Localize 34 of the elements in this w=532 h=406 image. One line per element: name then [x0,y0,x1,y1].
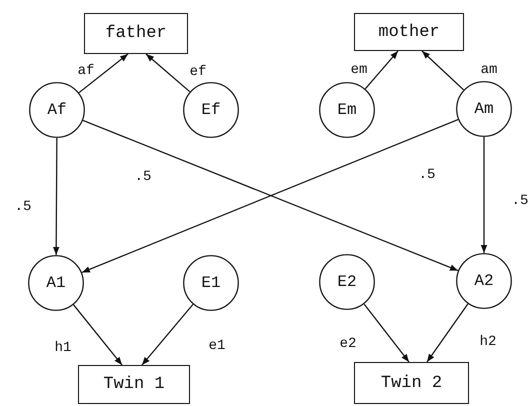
node-label: Am [474,100,494,118]
observed-box [354,13,464,51]
node-label: A1 [46,274,66,292]
node-label: E1 [201,274,221,292]
node-label: Ef [201,101,221,119]
arrow [422,50,464,90]
node-label: E2 [337,273,357,291]
latent-circle [183,255,239,311]
arrow [53,138,60,255]
node-label: Em [337,101,357,119]
latent-circle [456,81,512,137]
latent-circle [319,254,375,310]
arrow [142,304,194,366]
latent-circle [183,82,239,138]
node-label: Twin 1 [103,375,165,394]
node-label: father [105,24,167,43]
latent-circle [319,82,375,138]
node-label: mother [378,22,440,42]
node-label: Af [47,101,67,119]
arrow [73,304,122,366]
latent-circle [456,253,512,309]
arrow [426,304,468,362]
arrow [364,304,410,362]
node-label: Twin 2 [380,374,442,392]
observed-box [354,362,469,404]
node-label: A2 [474,272,494,290]
observed-box [84,13,188,54]
latent-circle [29,82,85,138]
arrow [78,54,128,94]
arrow [480,137,488,253]
latent-circle [28,255,84,311]
arrow [364,50,398,90]
observed-box [78,365,190,404]
arrow [146,54,190,92]
